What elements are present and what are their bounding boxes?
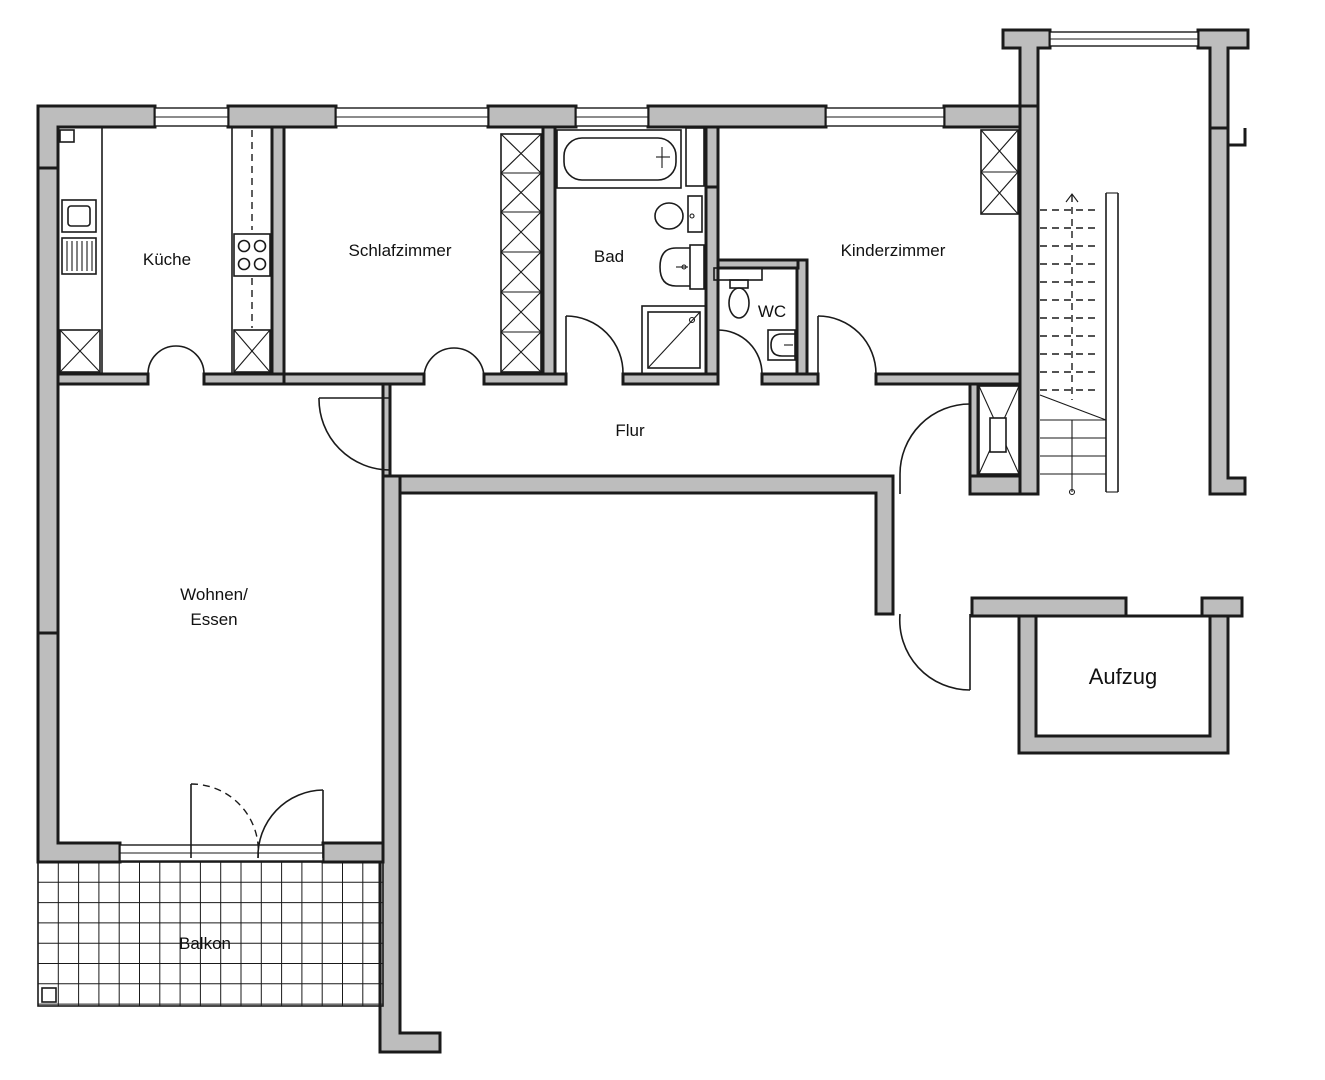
wc-right-wall [795, 258, 809, 376]
wall-kueche-bottom-2 [202, 372, 286, 386]
stove-icon [233, 233, 271, 277]
door-bad [565, 315, 624, 378]
wall-wc-bottom [760, 372, 820, 386]
label-flur: Flur [615, 421, 645, 440]
doors [147, 315, 971, 859]
top-wall-pier-3 [646, 104, 828, 129]
balcony-drain [41, 987, 57, 1003]
door-balkon-left [190, 783, 260, 859]
door-entrance-lower [898, 613, 971, 691]
room-labels: Küche Schlafzimmer Bad WC Kinderzimmer F… [143, 241, 1157, 953]
balcony-tiles [38, 862, 383, 1006]
stair-top-right [1196, 28, 1250, 130]
sink-icon [61, 199, 97, 233]
shower-icon [641, 305, 707, 375]
wall-schlaf-bottom [282, 372, 426, 386]
left-wall-bottom [36, 631, 122, 864]
wall-kueche-bottom [56, 372, 150, 386]
kinder-right-wall [1018, 104, 1040, 496]
wardrobe-schlafzimmer [500, 133, 542, 373]
stair-top-left [1001, 28, 1052, 108]
label-wc: WC [758, 302, 786, 321]
bathroom-fixtures [556, 127, 707, 375]
label-kueche: Küche [143, 250, 191, 269]
washbasin-icon [659, 244, 705, 290]
kitchen-bedroom-wall [270, 125, 286, 380]
wc-cistern [713, 267, 763, 281]
wc-toilet-icon [728, 279, 750, 319]
top-wall-pier-2 [486, 104, 578, 129]
utility-shaft [978, 385, 1020, 475]
wc-fixtures [713, 267, 796, 361]
walls [36, 28, 1250, 1054]
wc-washbasin-icon [767, 329, 796, 361]
stair-right-wall [1208, 126, 1247, 496]
label-wohnen-line2: Essen [190, 610, 237, 629]
staircase [1039, 192, 1119, 496]
top-wall-left [36, 104, 157, 170]
flur-top-left [381, 382, 392, 478]
stair-treads-upper [1040, 193, 1100, 400]
elevator-shaft [1017, 614, 1230, 755]
flur-bottom-wall [383, 474, 895, 616]
door-kinderzimmer [817, 315, 877, 378]
top-wall-pier-1 [226, 104, 338, 129]
drain-board-icon [61, 237, 97, 275]
door-balkon-right [257, 789, 324, 859]
door-schlafzimmer [423, 347, 485, 379]
wc-top-wall [716, 258, 800, 270]
windows [119, 31, 1199, 862]
balcony [37, 861, 384, 1007]
kitchen-cabinet-left [59, 329, 101, 373]
wall-bad-left [482, 372, 568, 386]
wardrobe-kinderzimmer [980, 129, 1019, 215]
bad-right-wall [704, 125, 720, 189]
wall-bad-bottom [621, 372, 720, 386]
wohnen-right-wall [378, 474, 442, 1054]
top-wall-right [942, 104, 1022, 129]
label-schlafzimmer: Schlafzimmer [349, 241, 452, 260]
kitchen-cabinet-right [233, 329, 271, 373]
left-wall-top [36, 166, 60, 635]
stair-treads-lower [1039, 394, 1107, 496]
label-aufzug: Aufzug [1089, 664, 1158, 689]
door-wc [717, 329, 763, 375]
label-bad: Bad [594, 247, 624, 266]
elevator-wall-top-left [970, 596, 1128, 618]
door-kueche [147, 345, 205, 384]
door-flur-left [318, 397, 391, 471]
kitchen-counter-left [57, 126, 103, 375]
toilet-icon [654, 195, 703, 233]
kitchen-counter-right [231, 126, 273, 375]
label-wohnen-line1: Wohnen/ [180, 585, 248, 604]
kitchen-fixtures [57, 126, 273, 375]
label-balkon: Balkon [179, 934, 231, 953]
bad-left-wall [541, 125, 557, 376]
kitchen-small-box [59, 129, 75, 143]
elevator-wall-top-right [1200, 596, 1244, 618]
label-kinderzimmer: Kinderzimmer [841, 241, 946, 260]
bathtub-icon [556, 129, 682, 189]
bottom-wall-right-stub [321, 841, 385, 864]
door-entrance [899, 403, 971, 494]
